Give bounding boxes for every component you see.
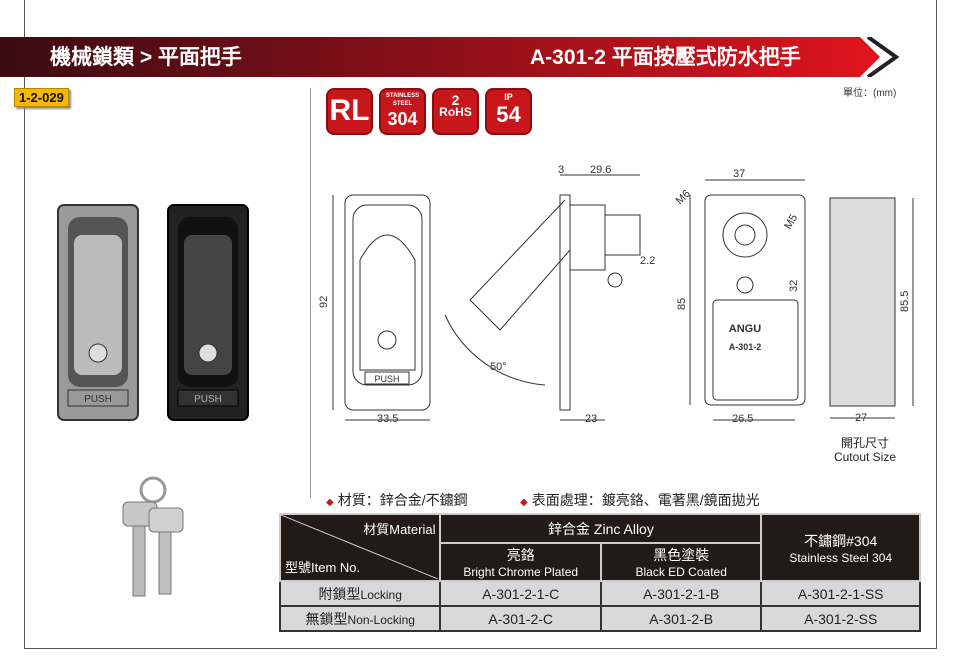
svg-text:ANGU: ANGU bbox=[729, 323, 761, 335]
unit-label: 單位：(mm) bbox=[843, 88, 897, 99]
cutout-view: 85.5 27 bbox=[829, 197, 914, 424]
zinc-alloy-header: 鋅合金 Zinc Alloy bbox=[439, 512, 763, 545]
catalog-code-badge: 1-2-029 bbox=[14, 88, 69, 107]
model-table: 材質Material 型號Item No. 鋅合金 Zinc Alloy 不鏽鋼… bbox=[278, 512, 921, 632]
svg-text:85: 85 bbox=[676, 298, 688, 310]
table-corner: 材質Material 型號Item No. bbox=[278, 513, 442, 582]
svg-text:PUSH: PUSH bbox=[84, 394, 112, 405]
keys-photo bbox=[122, 476, 184, 597]
svg-text:23: 23 bbox=[585, 413, 597, 425]
frame-line bbox=[24, 648, 937, 649]
svg-text:2.2: 2.2 bbox=[640, 255, 655, 267]
header-banner bbox=[0, 37, 900, 77]
svg-text:PUSH: PUSH bbox=[374, 374, 399, 384]
svg-text:A-301-2: A-301-2 bbox=[729, 342, 762, 352]
svg-text:PUSH: PUSH bbox=[194, 394, 222, 405]
material-spec: ◆材質：鋅合金/不鏽鋼 bbox=[326, 492, 468, 508]
front-view: PUSH 92 33.5 bbox=[318, 194, 431, 425]
product-photo: PUSH PUSH bbox=[57, 204, 249, 421]
rl-icon: RL bbox=[326, 88, 373, 135]
rear-view: ANGU A-301-2 85 37 M6 M5 32 26.5 bbox=[674, 168, 806, 425]
svg-text:92: 92 bbox=[318, 296, 330, 308]
finish-spec: ◆表面處理：鍍亮鉻、電著黑/鏡面拋光 bbox=[520, 492, 760, 508]
category-title: 機械鎖類 > 平面把手 bbox=[50, 46, 242, 69]
technical-drawing: PUSH 92 33.5 50° 3 29.6 2.2 23 ANGU A-30… bbox=[318, 164, 914, 425]
side-view: 50° 3 29.6 2.2 23 bbox=[444, 164, 655, 425]
svg-text:37: 37 bbox=[733, 168, 745, 180]
svg-text:33.5: 33.5 bbox=[377, 413, 398, 425]
frame-line bbox=[24, 0, 25, 648]
divider bbox=[310, 88, 311, 498]
svg-text:85.5: 85.5 bbox=[899, 291, 911, 312]
svg-text:26.5: 26.5 bbox=[732, 413, 753, 425]
frame-line bbox=[936, 0, 937, 648]
svg-text:29.6: 29.6 bbox=[590, 164, 611, 176]
svg-text:27: 27 bbox=[855, 412, 867, 424]
product-title: A-301-2 平面按壓式防水把手 bbox=[530, 46, 801, 69]
svg-text:50°: 50° bbox=[490, 361, 507, 373]
svg-text:32: 32 bbox=[788, 280, 800, 292]
svg-text:3: 3 bbox=[558, 164, 564, 176]
svg-text:M5: M5 bbox=[782, 212, 800, 231]
